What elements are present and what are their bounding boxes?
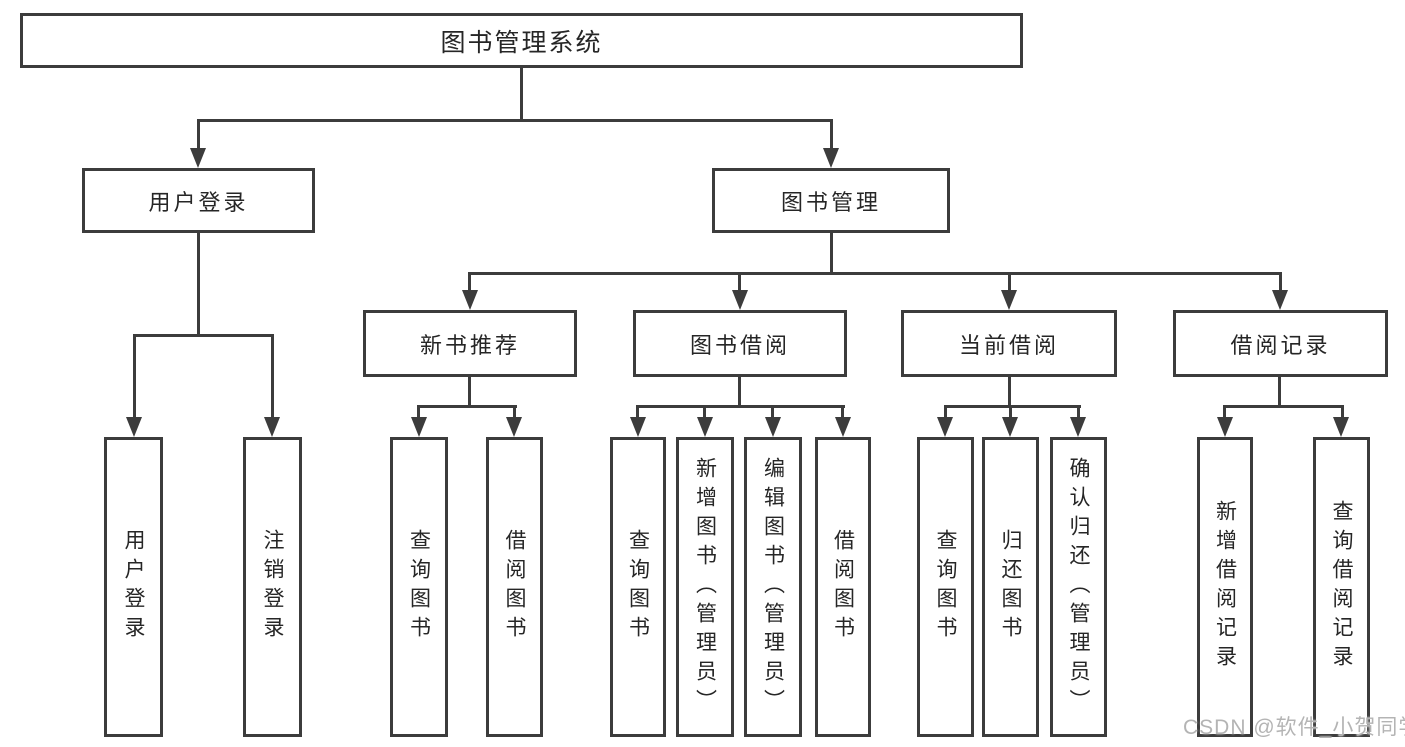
arrow-down-icon (1333, 417, 1349, 437)
node-leaf-return-books-label: 归还图书 (999, 529, 1023, 645)
connector-line (636, 405, 845, 408)
arrow-down-icon (506, 417, 522, 437)
connector-line (133, 334, 136, 420)
arrow-down-icon (1002, 417, 1018, 437)
arrow-down-icon (823, 148, 839, 168)
arrow-down-icon (732, 290, 748, 310)
node-library-system: 图书管理系统 (20, 13, 1023, 68)
connector-line (197, 119, 200, 151)
arrow-down-icon (462, 290, 478, 310)
node-user-login: 用户登录 (82, 168, 315, 233)
connector-line (1223, 405, 1344, 408)
node-current-borrowing: 当前借阅 (901, 310, 1117, 377)
connector-line (520, 68, 523, 121)
node-leaf-logout-label: 注销登录 (261, 529, 285, 645)
connector-line (1077, 405, 1080, 419)
node-leaf-borrow-books-recommend: 借阅图书 (486, 437, 543, 737)
node-leaf-add-book-admin-label: 新增图书︵管理员︶ (693, 456, 717, 718)
arrow-down-icon (1070, 417, 1086, 437)
node-leaf-borrow-books: 借阅图书 (815, 437, 871, 737)
connector-line (771, 405, 774, 419)
arrow-down-icon (1272, 290, 1288, 310)
connector-line (1341, 405, 1344, 419)
connector-line (944, 405, 947, 419)
connector-line (830, 119, 833, 151)
connector-line (703, 405, 706, 419)
node-book-borrowing-label: 图书借阅 (689, 332, 790, 358)
connector-line (738, 377, 741, 407)
node-leaf-query-books-current: 查询图书 (917, 437, 974, 737)
connector-line (133, 334, 274, 337)
arrow-down-icon (937, 417, 953, 437)
arrow-down-icon (411, 417, 427, 437)
connector-line (1279, 272, 1282, 292)
node-leaf-add-borrow-record-label: 新增借阅记录 (1213, 500, 1237, 674)
arrow-down-icon (264, 417, 280, 437)
connector-line (468, 272, 471, 292)
connector-line (468, 272, 1282, 275)
connector-line (1009, 405, 1012, 419)
node-book-borrowing: 图书借阅 (633, 310, 847, 377)
node-leaf-query-books-recommend-label: 查询图书 (407, 529, 431, 645)
node-leaf-add-book-admin: 新增图书︵管理员︶ (676, 437, 734, 737)
connector-line (1223, 405, 1226, 419)
node-leaf-logout: 注销登录 (243, 437, 302, 737)
arrow-down-icon (1001, 290, 1017, 310)
connector-line (513, 405, 516, 419)
arrow-down-icon (835, 417, 851, 437)
node-library-system-label: 图书管理系统 (440, 28, 603, 57)
connector-line (197, 233, 200, 337)
arrow-down-icon (765, 417, 781, 437)
node-new-book-recommend-label: 新书推荐 (419, 332, 520, 358)
connector-line (841, 405, 844, 419)
node-leaf-query-borrow-record-label: 查询借阅记录 (1330, 500, 1354, 674)
node-leaf-edit-book-admin: 编辑图书︵管理员︶ (744, 437, 802, 737)
node-leaf-borrow-books-recommend-label: 借阅图书 (503, 529, 527, 645)
connector-line (1008, 272, 1011, 292)
connector-line (417, 405, 420, 419)
node-leaf-user-login-label: 用户登录 (122, 529, 146, 645)
node-leaf-query-borrow-record: 查询借阅记录 (1313, 437, 1370, 737)
connector-line (636, 405, 639, 419)
node-leaf-borrow-books-label: 借阅图书 (831, 529, 855, 645)
arrow-down-icon (126, 417, 142, 437)
connector-line (468, 377, 471, 407)
arrow-down-icon (1217, 417, 1233, 437)
node-leaf-query-books-recommend: 查询图书 (390, 437, 448, 737)
connector-line (738, 272, 741, 292)
node-book-management: 图书管理 (712, 168, 950, 233)
watermark: CSDN @软件_小贺同学 (1183, 716, 1405, 739)
connector-line (197, 119, 833, 122)
node-leaf-query-books-current-label: 查询图书 (934, 529, 958, 645)
connector-line (417, 405, 517, 408)
node-leaf-user-login: 用户登录 (104, 437, 163, 737)
node-leaf-return-books: 归还图书 (982, 437, 1039, 737)
connector-line (271, 334, 274, 420)
node-borrow-records: 借阅记录 (1173, 310, 1388, 377)
node-current-borrowing-label: 当前借阅 (958, 332, 1059, 358)
connector-line (1008, 377, 1011, 407)
node-leaf-query-books-borrowing: 查询图书 (610, 437, 666, 737)
node-leaf-query-books-borrowing-label: 查询图书 (626, 529, 650, 645)
node-user-login-label: 用户登录 (148, 189, 249, 215)
node-new-book-recommend: 新书推荐 (363, 310, 577, 377)
node-leaf-confirm-return-admin-label: 确认归还︵管理员︶ (1067, 456, 1091, 718)
connector-line (1278, 377, 1281, 407)
connector-line (830, 233, 833, 274)
node-borrow-records-label: 借阅记录 (1230, 332, 1331, 358)
node-leaf-edit-book-admin-label: 编辑图书︵管理员︶ (761, 456, 785, 718)
arrow-down-icon (697, 417, 713, 437)
connector-line (944, 405, 1081, 408)
node-leaf-confirm-return-admin: 确认归还︵管理员︶ (1050, 437, 1107, 737)
node-leaf-add-borrow-record: 新增借阅记录 (1197, 437, 1253, 737)
node-book-management-label: 图书管理 (780, 189, 881, 215)
arrow-down-icon (190, 148, 206, 168)
arrow-down-icon (630, 417, 646, 437)
